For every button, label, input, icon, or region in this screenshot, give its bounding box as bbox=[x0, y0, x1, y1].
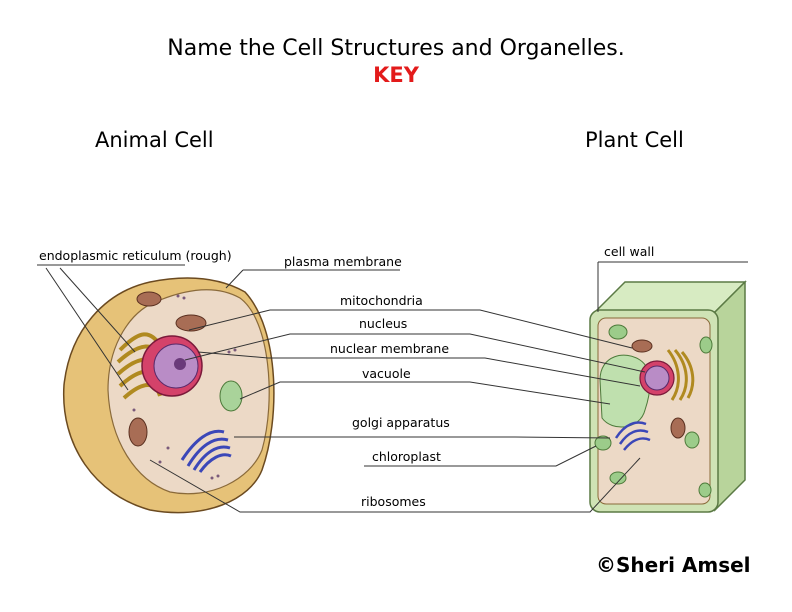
animal-cell-heading: Animal Cell bbox=[95, 128, 214, 152]
leader-lines bbox=[37, 261, 748, 513]
label-nuclear-membrane: nuclear membrane bbox=[330, 341, 450, 356]
plant-cell-illustration bbox=[589, 280, 747, 513]
plant-mitochondrion bbox=[631, 339, 653, 353]
plant-er-rough bbox=[666, 349, 695, 401]
plant-chloroplasts bbox=[594, 324, 713, 498]
label-nucleus: nucleus bbox=[359, 316, 408, 331]
page-title: Name the Cell Structures and Organelles. bbox=[167, 36, 625, 61]
label-plasma-membrane: plasma membrane bbox=[284, 254, 402, 269]
copyright-credit: ©Sheri Amsel bbox=[596, 553, 751, 577]
label-vacuole: vacuole bbox=[362, 366, 411, 381]
label-mitochondria: mitochondria bbox=[340, 293, 423, 308]
label-er-rough: endoplasmic reticulum (rough) bbox=[39, 248, 232, 263]
plant-golgi-apparatus bbox=[614, 421, 651, 451]
key-subtitle: KEY bbox=[373, 63, 419, 87]
label-ribosomes: ribosomes bbox=[361, 494, 426, 509]
plant-vacuole bbox=[599, 354, 651, 428]
plant-mitochondrion bbox=[670, 417, 686, 439]
animal-mitochondrion bbox=[128, 417, 148, 447]
animal-mitochondrion bbox=[136, 291, 162, 307]
plant-cell-heading: Plant Cell bbox=[585, 128, 684, 152]
label-golgi-apparatus: golgi apparatus bbox=[352, 415, 450, 430]
animal-golgi-apparatus bbox=[180, 429, 232, 473]
label-cell-wall: cell wall bbox=[604, 244, 655, 259]
plant-cell-wall-side bbox=[714, 280, 746, 512]
plant-nucleus bbox=[644, 365, 670, 391]
label-chloroplast: chloroplast bbox=[372, 449, 441, 464]
animal-mitochondrion bbox=[175, 314, 207, 332]
animal-vacuole bbox=[219, 380, 243, 412]
animal-ribosomes bbox=[132, 294, 237, 480]
animal-cell-illustration bbox=[62, 277, 275, 514]
